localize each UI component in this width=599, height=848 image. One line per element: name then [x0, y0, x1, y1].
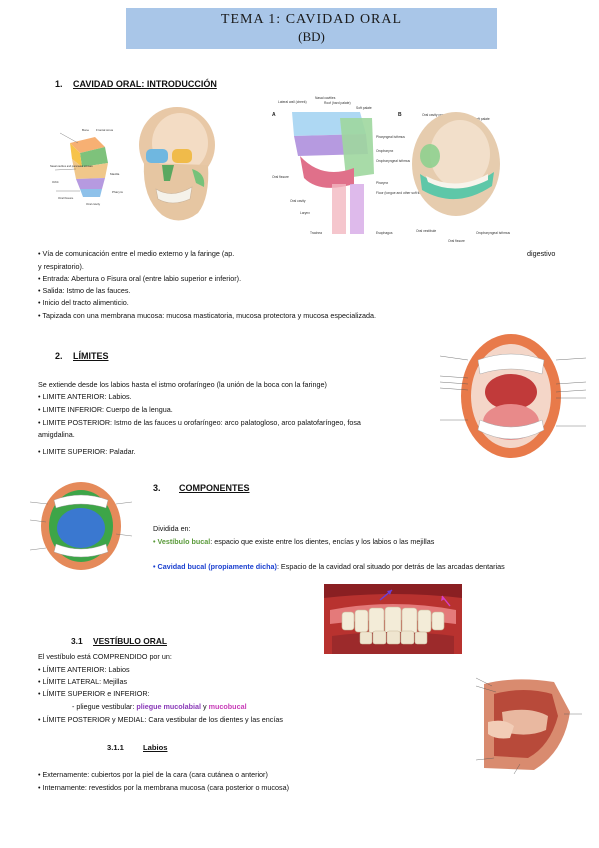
s2-line: • LIMITE SUPERIOR: Paladar.: [38, 447, 136, 456]
s1-bullet-cont: digestivo: [527, 249, 556, 258]
title-banner: TEMA 1: CAVIDAD ORAL (BD): [126, 8, 497, 49]
s2-intro: Se extiende desde los labios hasta el is…: [38, 380, 327, 389]
page-subtitle: (BD): [298, 29, 325, 44]
skull-figure: [139, 107, 215, 221]
s311-line: • Internamente: revestidos por la membra…: [38, 783, 289, 792]
fig-label: Bone: [82, 128, 89, 132]
section-1-heading: 1.CAVIDAD ORAL: INTRODUCCIÓN: [55, 79, 217, 89]
fig-label: Soft palate: [356, 106, 372, 110]
s3-cavidad: • Cavidad bucal (propiamente dicha): Esp…: [153, 562, 505, 571]
fig-label: Pharyngeal isthmus: [376, 135, 405, 139]
s2-line: • LIMITE ANTERIOR: Labios.: [38, 392, 132, 401]
fig-label: Soft palate: [474, 117, 490, 121]
page-title: TEMA 1: CAVIDAD ORAL: [220, 12, 403, 27]
s1-bullet: • Entrada: Abertura o Fisura oral (entre…: [38, 274, 242, 283]
s2-line: amigdalina.: [38, 430, 75, 439]
fig-label: Oral fissure: [272, 175, 289, 179]
fig-label: Floor (tongue and other soft tissues): [376, 191, 429, 195]
s31-line: • LÍMITE POSTERIOR y MEDIAL: Cara vestib…: [38, 715, 283, 724]
s3-vestibulo: • Vestíbulo bucal: espacio que existe en…: [153, 537, 435, 546]
s1-bullet: y respiratorio).: [38, 262, 84, 271]
s31-line: • LÍMITE ANTERIOR: Labios: [38, 665, 130, 674]
fig-label: Nasal cavities and paranasal sinuses: [50, 164, 93, 168]
s1-bullet: • Tapizada con una membrana mucosa: muco…: [38, 311, 376, 320]
fig-label: Esophagus: [376, 231, 393, 235]
s2-line: • LIMITE INFERIOR: Cuerpo de la lengua.: [38, 405, 173, 414]
fig-label: Oral vestibule: [416, 229, 436, 233]
panel-b-label: B: [398, 112, 402, 118]
fig-label: Pharynx: [112, 190, 124, 194]
s31-intro: El vestíbulo está COMPRENDIDO por un:: [38, 652, 172, 661]
fig-label: Oropharynx: [376, 149, 394, 153]
fig-label: Oropharyngeal isthmus: [376, 159, 410, 163]
fig-label: Roof (hard palate): [324, 101, 351, 105]
s3-intro: Dividida en:: [153, 524, 191, 533]
s1-bullet: • Inicio del tracto alimenticio.: [38, 298, 129, 307]
teeth-photo: [324, 584, 462, 654]
panel-a-label: A: [272, 112, 276, 118]
s311-line: • Externamente: cubiertos por la piel de…: [38, 770, 268, 779]
open-mouth-figure: [438, 330, 588, 462]
fig-label: Maxilla: [110, 172, 120, 176]
fig-label: Oral cavity: [290, 199, 306, 203]
fig-label: Oral cavity: [86, 202, 101, 206]
s1-bullet: • Vía de comunicación entre el medio ext…: [38, 249, 235, 258]
s31-line: • LÍMITE LATERAL: Mejillas: [38, 677, 128, 686]
face-regions-figure: Bone Frontal sinus Nasal cavities and pa…: [50, 123, 130, 208]
fig-label: Lateral wall (cheek): [278, 100, 307, 104]
fig-label: Orbit: [52, 180, 59, 184]
fig-label: Larynx: [300, 211, 310, 215]
fig-label: Frontal sinus: [96, 128, 114, 132]
fig-label: Pharynx: [376, 181, 388, 185]
oral-cavity-sections-figure: A B Nasal cavities Roof (hard palate) La…: [270, 94, 514, 244]
section-2-heading: 2.LÍMITES: [55, 351, 109, 361]
s1-bullet: • Salida: Istmo de las fauces.: [38, 286, 131, 295]
lips-anatomy-figure: [474, 672, 584, 776]
section-3-heading: 3.COMPONENTES: [153, 483, 250, 493]
fig-label: Oral fissure: [448, 239, 465, 243]
fig-label: Oral cavity proper: [422, 113, 449, 117]
fig-label: Trachea: [310, 231, 322, 235]
s2-line: • LIMITE POSTERIOR: Istmo de las fauces …: [38, 418, 361, 427]
s31-line: • LÍMITE SUPERIOR e INFERIOR:: [38, 689, 150, 698]
mouth-regions-figure: [30, 480, 132, 572]
fig-label: Oral fissure: [58, 196, 74, 200]
fig-label: Nasal cavities: [315, 96, 336, 100]
s31-pliegue: - pliegue vestibular: pliegue mucolabial…: [72, 702, 247, 711]
fig-label: Oropharyngeal isthmus: [476, 231, 510, 235]
